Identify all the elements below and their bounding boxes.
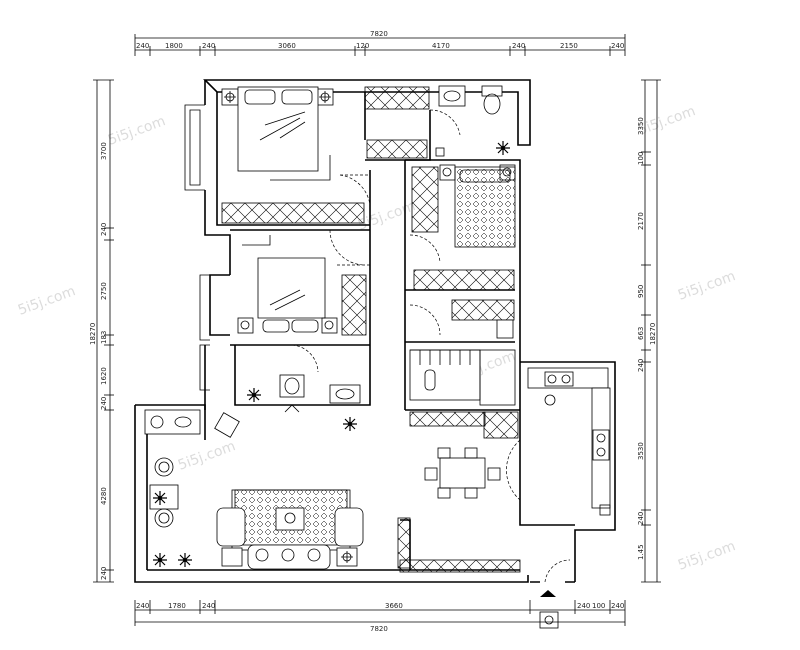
closet xyxy=(366,139,428,159)
stove xyxy=(592,429,610,461)
watermark: 5i5j.com xyxy=(676,268,738,304)
side-table xyxy=(221,547,243,567)
armchair xyxy=(214,412,240,438)
dim-label: 240 xyxy=(611,602,624,610)
watermark: 5i5j.com xyxy=(676,538,738,574)
basin xyxy=(438,85,466,107)
dim-label: 240 xyxy=(202,42,215,50)
dim-label: 1780 xyxy=(168,602,186,610)
bathroom-three xyxy=(409,299,516,406)
sofa xyxy=(216,507,246,547)
dim-label: 240 xyxy=(637,359,645,372)
dim-label: 1620 xyxy=(100,367,108,385)
sink xyxy=(544,371,574,387)
dim-label: 2170 xyxy=(637,212,645,230)
sideboard xyxy=(409,411,486,427)
closet xyxy=(364,86,430,110)
living-room xyxy=(144,409,521,573)
watermark: 5i5j.com xyxy=(176,438,238,474)
wardrobe xyxy=(221,202,365,224)
tv-cabinet xyxy=(399,559,521,573)
dim-label: 2150 xyxy=(560,42,578,50)
bathtub xyxy=(409,349,481,401)
bed xyxy=(454,166,516,248)
dim-label: 18270 xyxy=(89,323,97,345)
bedroom-three xyxy=(411,164,516,291)
dim-label: 1800 xyxy=(165,42,183,50)
watermark: 5i5j.com xyxy=(106,113,168,149)
wardrobe xyxy=(413,269,515,291)
dim-label: 3530 xyxy=(637,442,645,460)
toilet xyxy=(496,319,514,339)
bathroom-two xyxy=(246,374,361,404)
dim-label: 1.45 xyxy=(637,544,645,560)
dimension-left: 3700 240 2750 183 1620 240 4280 240 1827… xyxy=(89,79,114,583)
bedroom-two xyxy=(237,235,367,336)
dim-label: 240 xyxy=(202,602,215,610)
dim-label: 950 xyxy=(637,285,645,298)
dimension-top: 7820 240 1800 240 3060 120 4170 240 2150… xyxy=(134,30,626,56)
dim-label: 3060 xyxy=(278,42,296,50)
master-bedroom xyxy=(221,86,365,224)
wardrobe xyxy=(341,274,367,336)
watermark-layer: 5i5j.com 5i5j.com 5i5j.com 5i5j.com 5i5j… xyxy=(16,103,738,574)
dim-label: 120 xyxy=(356,42,369,50)
dining-area xyxy=(409,411,519,499)
dim-label: 240 xyxy=(136,602,149,610)
dimension-right: 3350 100 2170 950 663 240 3530 240 1.45 … xyxy=(637,79,661,583)
dim-label: 663 xyxy=(637,327,645,340)
dim-label: 3700 xyxy=(100,142,108,160)
dim-label: 240 xyxy=(136,42,149,50)
dim-label: 240 xyxy=(577,602,590,610)
sofa xyxy=(247,544,331,570)
dim-label: 100 xyxy=(637,152,645,165)
dim-label: 4170 xyxy=(432,42,450,50)
counter xyxy=(144,409,201,435)
dim-label: 18270 xyxy=(649,323,657,345)
nightstand xyxy=(237,317,254,334)
dim-label: 2750 xyxy=(100,282,108,300)
dim-label: 7820 xyxy=(370,30,388,38)
basin xyxy=(329,384,361,404)
dim-label: 240 xyxy=(100,567,108,580)
toilet xyxy=(279,374,305,398)
bed xyxy=(237,86,319,172)
kitchen xyxy=(527,367,611,516)
dim-label: 3350 xyxy=(637,117,645,135)
nightstand xyxy=(321,317,338,334)
dim-label: 4280 xyxy=(100,487,108,505)
sideboard xyxy=(483,411,519,439)
sofa xyxy=(334,507,364,547)
watermark: 5i5j.com xyxy=(16,283,78,319)
toilet xyxy=(481,85,503,97)
nightstand xyxy=(439,164,456,181)
watermark: 5i5j.com xyxy=(356,198,418,234)
doors xyxy=(284,109,571,583)
dim-label: 240 xyxy=(100,397,108,410)
wardrobe xyxy=(411,166,439,233)
dim-label: 100 xyxy=(592,602,605,610)
dim-label: 3660 xyxy=(385,602,403,610)
dim-label: 240 xyxy=(100,223,108,236)
dim-label: 240 xyxy=(637,512,645,525)
dimension-bottom: 240 1780 240 3660 240 100 240 7820 xyxy=(134,600,626,633)
dim-label: 240 xyxy=(611,42,624,50)
dim-label: 7820 xyxy=(370,625,388,633)
walls xyxy=(134,79,616,583)
dim-label: 240 xyxy=(512,42,525,50)
coffee-table xyxy=(275,507,305,531)
entrance xyxy=(539,590,559,629)
master-bathroom xyxy=(438,85,511,156)
dim-label: 183 xyxy=(100,331,108,344)
dining-table xyxy=(439,457,486,489)
